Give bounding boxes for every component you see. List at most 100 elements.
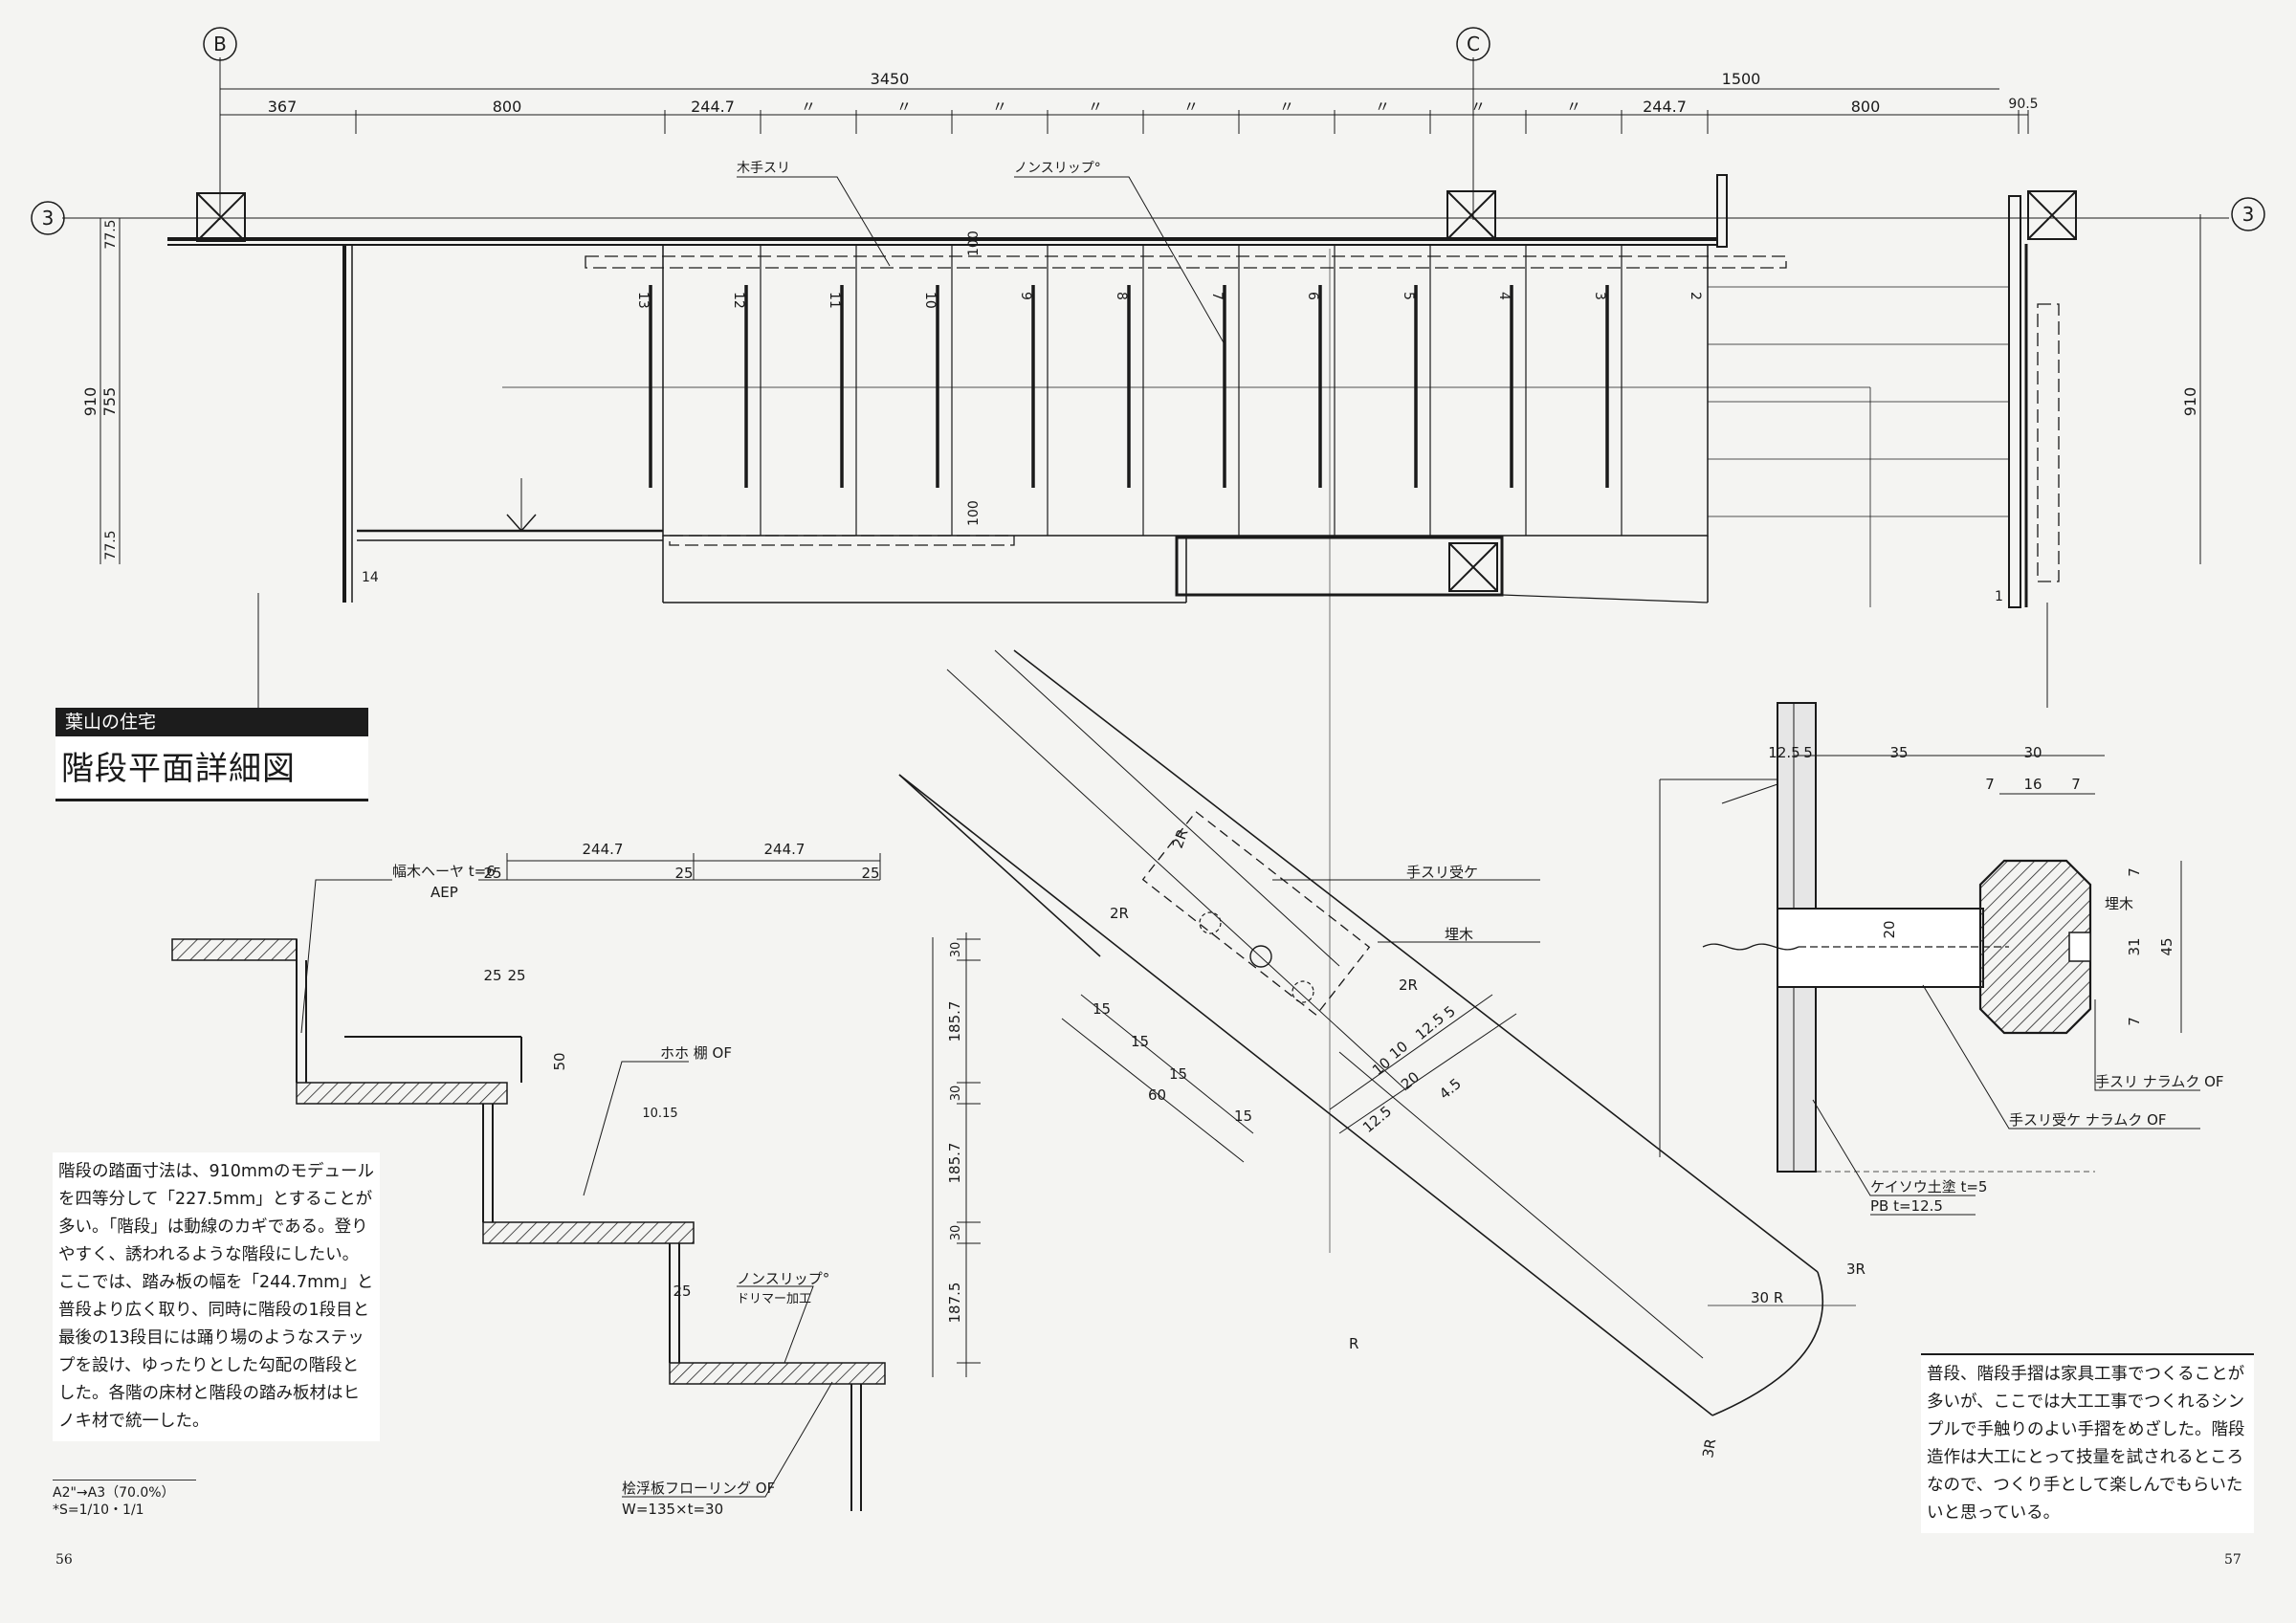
scale-note-line: *S=1/10・1/1 — [53, 1502, 144, 1518]
label-baseboard: 幅木ヘーヤ t=6 — [392, 863, 496, 880]
dim-187-5: 187.5 — [946, 1283, 963, 1324]
label-hinoki-of: ホホ 棚 OF — [660, 1044, 732, 1062]
dim-10: 10 — [1386, 1038, 1411, 1063]
dim-12-5: 12.5 — [1768, 744, 1799, 761]
label-flooring-size: W=135×t=30 — [622, 1501, 723, 1518]
handrail-section-labels: 12.5 5 35 30 7 16 7 7 31 45 7 20 埋木 手スリ … — [1768, 744, 2223, 1215]
grid-bubble-3-left — [31, 201, 65, 235]
dim-45: 45 — [2158, 937, 2175, 955]
tread-number-10: 10 — [922, 292, 938, 309]
tread-number-14: 14 — [362, 570, 379, 585]
dim-90-5: 90.5 — [2008, 97, 2038, 112]
page-number-left: 56 — [55, 1552, 73, 1568]
dim-30: 30 — [949, 1225, 963, 1241]
handrail-plan — [898, 649, 1856, 1416]
dim-77-5-top: 77.5 — [103, 219, 119, 249]
dim-25: 25 — [483, 865, 501, 882]
label-aep: AEP — [430, 884, 458, 901]
column-right — [2027, 190, 2077, 240]
grid-bubble-c — [1456, 27, 1490, 61]
tread-number-9: 9 — [1018, 292, 1033, 300]
dim-tread-1: 244.7 — [583, 841, 624, 858]
dim-15: 15 — [1093, 1000, 1111, 1018]
label-plug-section: 埋木 — [2105, 895, 2133, 912]
dim-244-7-right: 244.7 — [1643, 98, 1687, 116]
dim-overall-1500: 1500 — [1722, 70, 1761, 88]
dim-185-7: 185.7 — [946, 1143, 963, 1184]
dim-4-5: 4.5 — [1436, 1075, 1465, 1103]
project-name: 葉山の住宅 — [55, 708, 368, 736]
label-plasterboard: PB t=12.5 — [1870, 1197, 1943, 1215]
dim-7: 7 — [1985, 776, 1995, 793]
dim-185-7: 185.7 — [946, 1001, 963, 1042]
dim-30: 30 — [2023, 744, 2042, 761]
dim-15: 15 — [1169, 1065, 1187, 1083]
stair-section — [171, 853, 981, 1511]
section-labels: 244.7 244.7 25 25 25 25 25 25 30 185.7 3… — [392, 841, 963, 1518]
radius-3r: 3R — [1846, 1261, 1866, 1278]
scale-note-line: A2"→A3（70.0%） — [53, 1485, 175, 1501]
grid-label-3-left: 3 — [42, 207, 55, 230]
grid-label-3-right: 3 — [2242, 203, 2255, 226]
label-handrail-bracket: 手スリ受ケ — [1406, 864, 1478, 881]
dim-overall-3450: 3450 — [871, 70, 910, 88]
dim-ditto: 〃 — [992, 98, 1007, 116]
label-plug: 埋木 — [1445, 926, 1473, 943]
dim-800-left: 800 — [493, 98, 522, 116]
dim-60: 60 — [1148, 1086, 1166, 1104]
dim-7: 7 — [2071, 776, 2081, 793]
description-left: 階段の踏面寸法は、910mmのモデュールを四等分して「227.5mm」とすること… — [53, 1152, 380, 1441]
tread-number-4: 4 — [1496, 292, 1512, 300]
label-handrail-oak: 手スリ ナラムク OF — [2095, 1073, 2224, 1090]
dim-30: 30 — [949, 1086, 963, 1102]
dim-15: 15 — [1131, 1033, 1149, 1050]
dim-910-right: 910 — [2181, 387, 2199, 417]
dim-ditto: 〃 — [896, 98, 912, 116]
tread-number-11: 11 — [827, 292, 842, 309]
label-bracket-oak: 手スリ受ケ ナラムク OF — [2009, 1111, 2167, 1129]
dim-7: 7 — [2126, 1017, 2143, 1026]
tread-number-1: 1 — [1995, 589, 2003, 604]
dim-910-left: 910 — [81, 387, 99, 417]
drawing-title: 階段平面詳細図 — [55, 736, 368, 801]
dim-ditto: 〃 — [1088, 98, 1103, 116]
dim-100-top: 100 — [966, 230, 982, 256]
tread-number-7: 7 — [1209, 292, 1225, 300]
handrail-section — [1659, 702, 2200, 1216]
dim-25: 25 — [507, 967, 525, 984]
dim-50: 50 — [551, 1052, 568, 1070]
scale-note: A2"→A3（70.0%） *S=1/10・1/1 — [53, 1480, 196, 1519]
dim-77-5-bottom: 77.5 — [103, 530, 119, 559]
dim-12-5: 12.5 — [1359, 1103, 1395, 1136]
grid-label-b: B — [213, 33, 227, 55]
title-block: 葉山の住宅 階段平面詳細図 — [55, 708, 368, 801]
dim-30: 30 — [949, 942, 963, 958]
tread-number-13: 13 — [635, 292, 651, 309]
label-handrail: 木手スリ — [737, 161, 790, 176]
dim-755: 755 — [100, 387, 119, 417]
dim-20: 20 — [1881, 920, 1898, 938]
radius-3r: 3R — [1699, 1437, 1719, 1459]
dim-ditto: 〃 — [801, 98, 816, 116]
dim-7: 7 — [2126, 867, 2143, 877]
dim-tread-2: 244.7 — [764, 841, 806, 858]
dim-100-bottom: 100 — [966, 500, 982, 526]
dim-35: 35 — [1889, 744, 1908, 761]
label-router-work: ドリマー加工 — [737, 1292, 811, 1306]
radius-2r: 2R — [1399, 976, 1418, 994]
handrail-plan-labels: 手スリ受ケ 埋木 15 15 15 15 60 10 10 20 12.5 4.… — [1093, 826, 1866, 1459]
tread-number-12: 12 — [731, 292, 746, 309]
grid-bubble-b — [203, 27, 237, 61]
dim-ditto: 〃 — [1183, 98, 1199, 116]
stair-plan — [31, 27, 2265, 1253]
dim-ditto: 〃 — [1375, 98, 1390, 116]
dim-10-15: 10.15 — [642, 1107, 677, 1121]
dim-ditto: 〃 — [1279, 98, 1294, 116]
grid-label-c: C — [1467, 33, 1480, 55]
dim-25: 25 — [483, 967, 501, 984]
dim-25: 25 — [673, 1283, 691, 1300]
dim-16: 16 — [2023, 776, 2042, 793]
label-nonslip-section: ノンスリップ° — [737, 1270, 829, 1287]
radius-2r: 2R — [1169, 826, 1192, 850]
